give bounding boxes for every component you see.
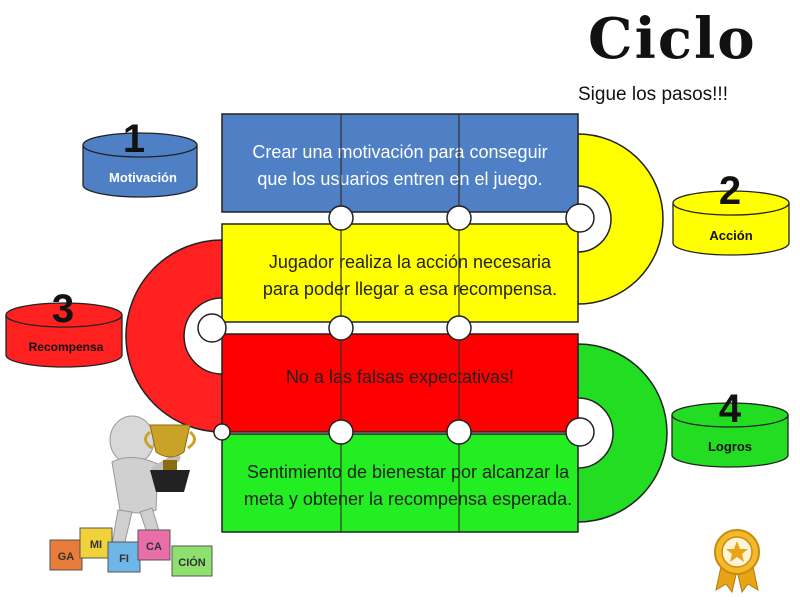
connector-arc-yellow — [577, 133, 664, 305]
step-number: 4 — [719, 387, 742, 431]
step-label: Motivación — [109, 170, 177, 185]
band-recompensa: No a las falsas expectativas! — [221, 333, 579, 433]
band-text-line: Jugador realiza la acción necesaria — [269, 252, 552, 272]
band-text-line: que los usuarios entren en el juego. — [257, 169, 542, 189]
letter-block-label: MI — [90, 539, 102, 551]
band-text-line: meta y obtener la recompensa esperada. — [244, 489, 572, 509]
step-disc-1: 1 Motivación — [82, 117, 198, 198]
step-number: 1 — [123, 117, 145, 161]
trophy-figure-icon — [109, 415, 196, 547]
page-subtitle: Sigue los pasos!!! — [578, 84, 728, 105]
band-accion: Jugador realiza la acción necesaria para… — [221, 223, 579, 323]
step-label: Acción — [709, 228, 752, 243]
letter-block — [49, 539, 83, 571]
letter-block-label: FI — [119, 553, 129, 565]
band-logros: Sentimiento de bienestar por alcanzar la… — [221, 433, 579, 533]
letter-block — [137, 529, 171, 561]
gamificacion-blocks: GA MI FI CA CIÓN — [49, 527, 213, 577]
letter-block-label: GA — [58, 551, 75, 563]
letter-block-label: CA — [146, 541, 162, 553]
page-title: Ciclo — [588, 6, 757, 72]
step-disc-4: 4 Logros — [671, 387, 789, 468]
connector-arc-green — [577, 343, 668, 523]
band-text-line: No a las falsas expectativas! — [286, 367, 514, 387]
band-text-line: Sentimiento de bienestar por alcanzar la — [247, 462, 570, 482]
letter-block — [107, 541, 141, 573]
award-badge-icon — [714, 529, 760, 594]
step-label: Recompensa — [29, 340, 104, 354]
track-holes — [197, 203, 595, 447]
step-number: 2 — [719, 169, 741, 213]
step-number: 3 — [52, 287, 74, 331]
letter-block — [171, 545, 213, 577]
step-label: Logros — [708, 439, 752, 454]
step-disc-3: 3 Recompensa — [5, 287, 123, 368]
letter-block-label: CIÓN — [178, 556, 206, 569]
step-disc-2: 2 Acción — [672, 169, 790, 256]
band-text-line: Crear una motivación para conseguir — [252, 142, 547, 162]
band-motivacion: Crear una motivación para conseguir que … — [221, 113, 579, 213]
band-text-line: para poder llegar a esa recompensa. — [263, 279, 557, 299]
